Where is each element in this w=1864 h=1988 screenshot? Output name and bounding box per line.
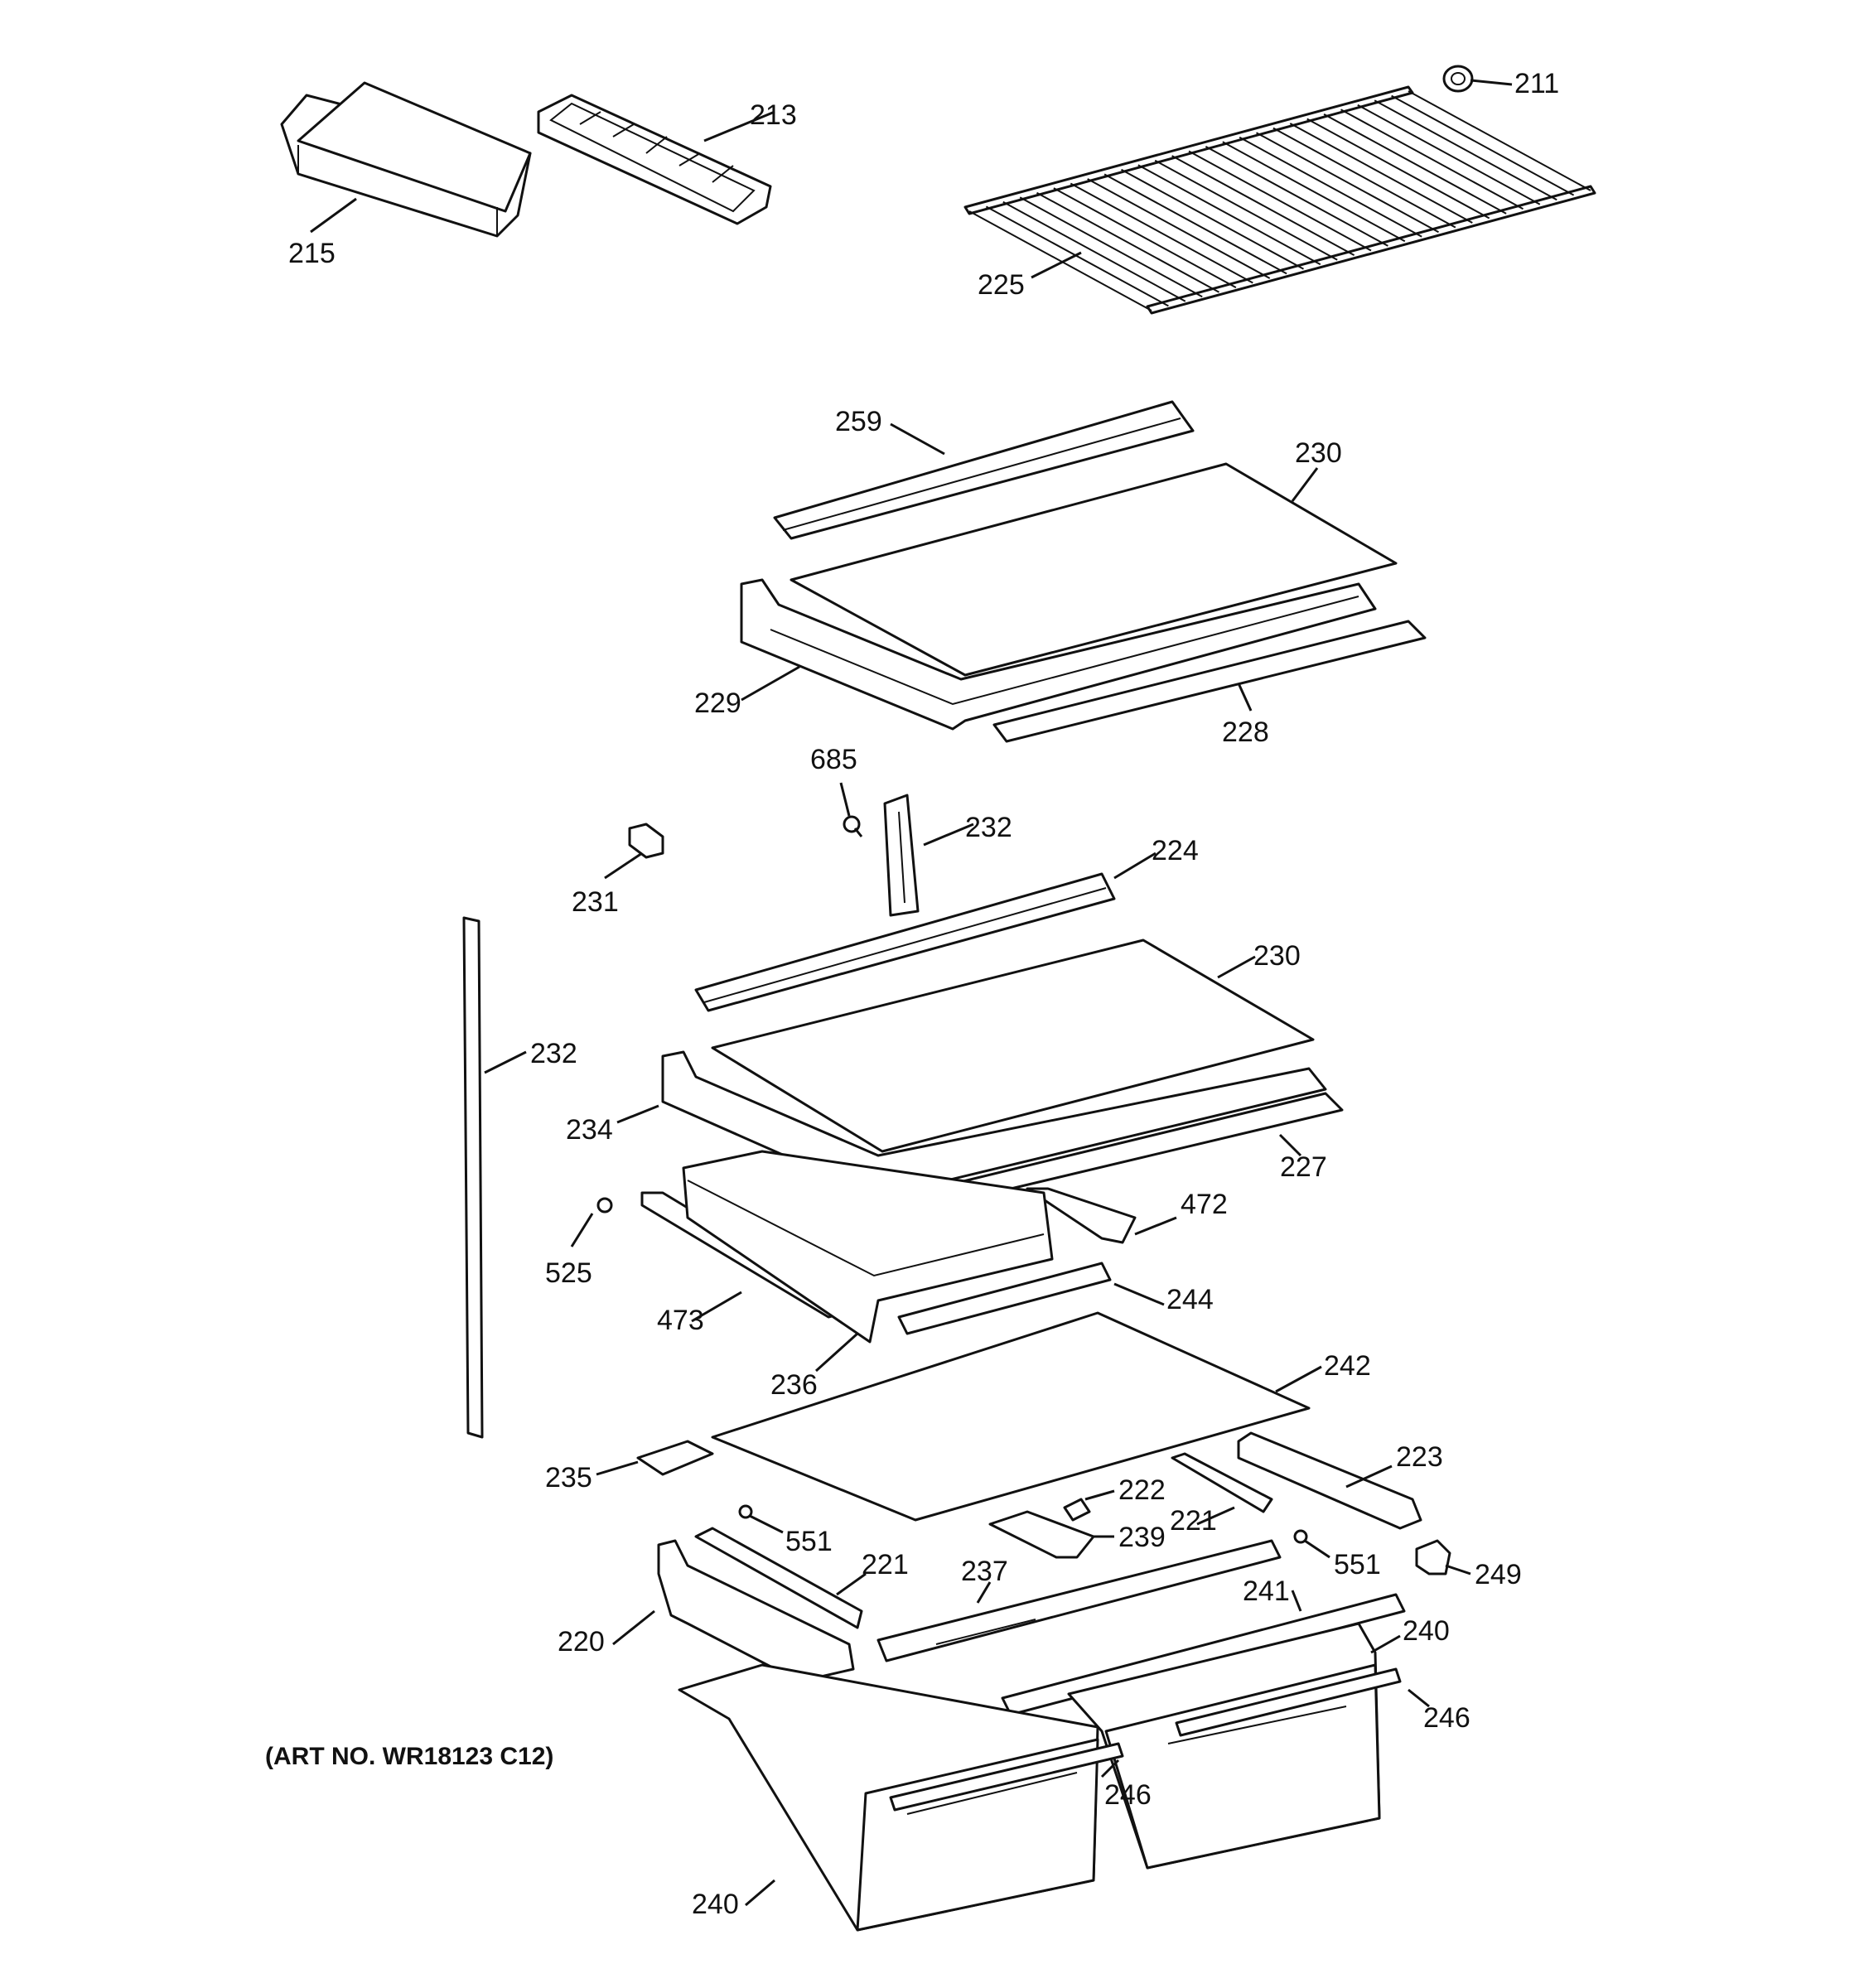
callout-211: 211 <box>1514 68 1559 99</box>
part-240-drawer-left <box>678 1663 1099 1932</box>
part-221-rail-right <box>1171 1452 1273 1513</box>
part-239-bracket <box>988 1510 1095 1559</box>
callout-525: 525 <box>545 1257 592 1289</box>
callout-473: 473 <box>657 1305 704 1336</box>
callout-223: 223 <box>1396 1441 1443 1473</box>
callout-685: 685 <box>810 744 857 775</box>
callout-240-right: 240 <box>1403 1615 1450 1647</box>
part-222-roller <box>1063 1498 1091 1522</box>
part-211-knob <box>1442 65 1474 93</box>
part-225-wire-shelf <box>963 85 1596 315</box>
callout-225: 225 <box>978 269 1025 301</box>
callout-237: 237 <box>961 1556 1008 1587</box>
part-246-handle-right <box>1175 1667 1402 1737</box>
callout-249: 249 <box>1475 1559 1522 1590</box>
part-236-pan <box>682 1150 1054 1344</box>
callout-244: 244 <box>1166 1284 1214 1315</box>
part-246-handle-left <box>889 1742 1124 1812</box>
callout-230-middle: 230 <box>1253 940 1301 972</box>
callout-228: 228 <box>1222 717 1269 748</box>
callout-246-right: 246 <box>1423 1702 1470 1734</box>
callout-220: 220 <box>558 1626 605 1657</box>
callout-227: 227 <box>1280 1151 1327 1183</box>
callout-239: 239 <box>1118 1522 1166 1553</box>
callout-221-right: 221 <box>1170 1505 1217 1537</box>
callout-242: 242 <box>1324 1350 1371 1382</box>
part-235-bracket <box>636 1440 714 1476</box>
part-551-screw-left <box>738 1504 753 1519</box>
part-221-rail-left <box>694 1527 863 1629</box>
part-472-slide-rail <box>1026 1187 1137 1244</box>
callout-241: 241 <box>1243 1575 1290 1607</box>
part-525-screw <box>596 1197 613 1214</box>
part-232-upright-long <box>462 916 484 1439</box>
part-224-shelf-trim <box>694 872 1116 1012</box>
part-213-ice-tray <box>537 94 772 225</box>
leader-lines <box>310 79 1513 1907</box>
callout-232-lower: 232 <box>530 1038 577 1069</box>
part-223-rail <box>1237 1431 1422 1530</box>
callout-224: 224 <box>1152 835 1199 866</box>
part-259-shelf-trim <box>773 400 1195 540</box>
part-230-glass-shelf-middle <box>711 939 1315 1153</box>
part-240-drawer-right <box>1067 1622 1381 1870</box>
callout-551-right: 551 <box>1334 1549 1381 1580</box>
part-232-upright-short <box>883 794 920 917</box>
callout-246-left: 246 <box>1104 1779 1152 1811</box>
callout-234: 234 <box>566 1114 613 1146</box>
part-228-shelf-rail <box>992 620 1427 743</box>
callout-551-left: 551 <box>785 1526 833 1557</box>
callout-231: 231 <box>572 886 619 918</box>
art-number: (ART NO. WR18123 C12) <box>265 1743 553 1770</box>
callout-259: 259 <box>835 406 882 437</box>
callout-229: 229 <box>694 688 741 719</box>
callout-215: 215 <box>288 238 336 269</box>
callout-213: 213 <box>750 99 797 131</box>
part-220-bracket <box>657 1539 855 1683</box>
callout-472: 472 <box>1181 1189 1228 1220</box>
callout-236: 236 <box>770 1369 818 1401</box>
part-685-screw <box>843 815 863 837</box>
callout-221-left: 221 <box>862 1549 909 1580</box>
callout-235: 235 <box>545 1462 592 1493</box>
part-242-glass-cover <box>711 1311 1311 1522</box>
callout-232-upper: 232 <box>965 812 1012 843</box>
part-230-glass-shelf-upper <box>790 462 1398 677</box>
part-229-shelf-frame <box>740 578 1377 731</box>
callout-240-left: 240 <box>692 1889 739 1920</box>
part-244-trim <box>897 1262 1112 1335</box>
callout-230-upper: 230 <box>1295 437 1342 469</box>
part-551-screw-right <box>1293 1529 1308 1544</box>
part-249-clip <box>1415 1539 1451 1575</box>
part-231-clip <box>628 823 664 859</box>
callout-labels: 211 213 215 225 259 230 229 228 685 232 … <box>288 68 1559 1920</box>
part-237-cross-rail <box>876 1539 1282 1662</box>
part-215-bin <box>280 81 532 238</box>
callout-222: 222 <box>1118 1474 1166 1506</box>
